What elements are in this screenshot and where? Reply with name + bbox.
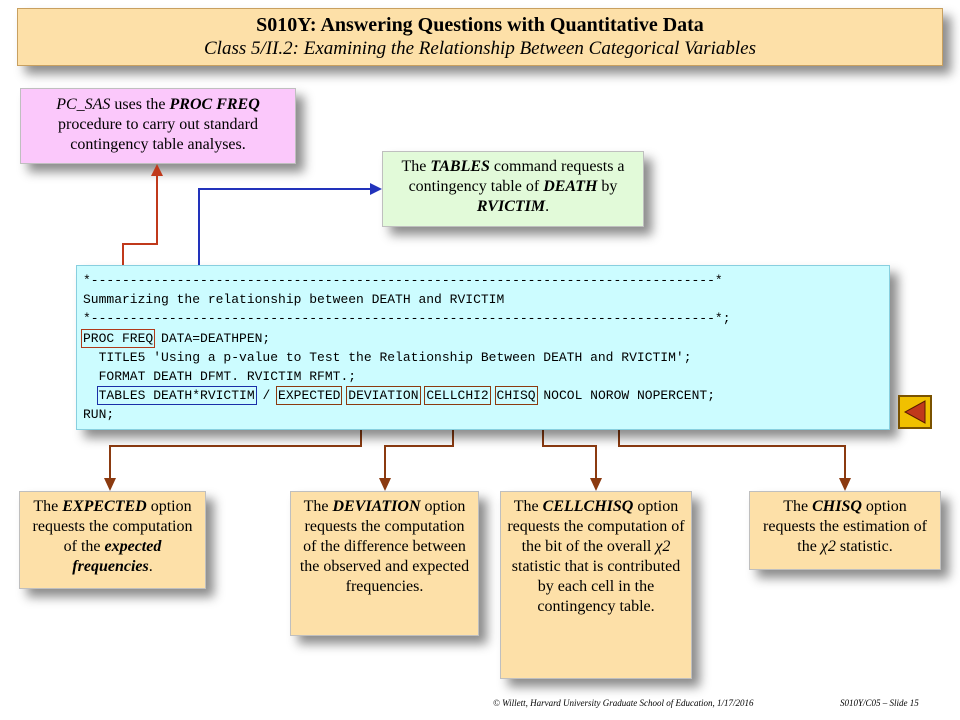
cellchisq-note: The CELLCHISQ option requests the comput… — [500, 491, 692, 679]
chisq-note: The CHISQ option requests the estimation… — [749, 491, 941, 570]
chi-symbol: χ2 — [820, 538, 836, 555]
note-text: statistic that is contributed by each ce… — [511, 558, 681, 615]
code-expected: EXPECTED — [276, 386, 343, 406]
code-line: FORMAT DEATH DFMT. RVICTIM RFMT.; — [83, 369, 357, 385]
note-term: CHISQ — [812, 498, 862, 515]
note-text: The — [783, 498, 813, 515]
note-term: EXPECTED — [62, 498, 147, 515]
note-text: option requests the estimation of the — [763, 498, 927, 555]
note-text: option requests the computation of the d… — [299, 498, 470, 595]
callout-text: procedure to carry out standard continge… — [58, 116, 258, 153]
callout-term: RVICTIM — [476, 198, 546, 215]
callout-text: . — [545, 198, 550, 215]
arrowhead — [379, 478, 391, 491]
arrowhead — [370, 183, 382, 195]
note-text: The — [513, 498, 543, 515]
chi-symbol: χ2 — [655, 538, 671, 555]
proc-freq-callout: PC_SAS uses the PROC FREQ procedure to c… — [20, 88, 296, 164]
note-term: expected frequencies — [72, 538, 162, 575]
arrowhead — [590, 478, 602, 491]
code-proc-freq: PROC FREQ — [80, 328, 156, 348]
slide-subtitle: Class 5/II.2: Examining the Relationship… — [204, 38, 756, 59]
callout-term: PC_SAS — [56, 96, 111, 113]
back-nav-button[interactable] — [898, 395, 932, 429]
note-text: statistic. — [835, 538, 893, 555]
callout-term: PROC FREQ — [169, 96, 260, 113]
code-deviation: DEVIATION — [346, 386, 421, 406]
code-line: *---------------------------------------… — [83, 273, 723, 288]
code-line: Summarizing the relationship between DEA… — [83, 292, 505, 308]
note-text: The — [303, 498, 333, 515]
expected-note: The EXPECTED option requests the computa… — [19, 491, 206, 589]
callout-text: uses the — [110, 96, 170, 113]
tables-callout: The TABLES command requests a contingenc… — [382, 151, 644, 227]
code-cellchi2: CELLCHI2 — [424, 386, 491, 406]
note-text: option requests the computation of the — [32, 498, 193, 555]
slide-title: S010Y: Answering Questions with Quantita… — [256, 14, 704, 36]
code-text: / — [254, 388, 279, 404]
note-term: CELLCHISQ — [542, 498, 634, 515]
deviation-note: The DEVIATION option requests the comput… — [290, 491, 479, 636]
note-text: option requests the computation of the b… — [507, 498, 685, 555]
note-text: The — [33, 498, 63, 515]
arrowhead — [839, 478, 851, 491]
footer-slide-number: S010Y/C05 – Slide 15 — [840, 698, 919, 708]
callout-term: DEATH — [543, 178, 598, 195]
code-line: TITLE5 'Using a p-value to Test the Rela… — [83, 349, 692, 365]
note-text: . — [148, 558, 153, 575]
callout-text: command requests a contingency table of — [408, 158, 625, 195]
slide-title-box: S010Y: Answering Questions with Quantita… — [17, 8, 943, 66]
footer-copyright: © Willett, Harvard University Graduate S… — [493, 698, 754, 708]
back-arrow-icon — [903, 400, 926, 424]
callout-term: TABLES — [430, 158, 490, 175]
note-term: DEVIATION — [332, 498, 421, 515]
code-line: DATA=DEATHPEN; — [153, 330, 271, 346]
code-text: NOCOL NOROW NOPERCENT; — [535, 388, 715, 404]
callout-text: The — [401, 158, 431, 175]
arrowhead — [151, 164, 163, 176]
code-line: RUN; — [83, 407, 115, 423]
callout-text: by — [597, 178, 618, 195]
code-tables: TABLES DEATH*RVICTIM — [96, 386, 257, 406]
code-chisq: CHISQ — [494, 386, 538, 406]
code-line: *---------------------------------------… — [83, 311, 731, 327]
sas-code-block: *---------------------------------------… — [76, 265, 890, 430]
arrowhead — [104, 478, 116, 491]
